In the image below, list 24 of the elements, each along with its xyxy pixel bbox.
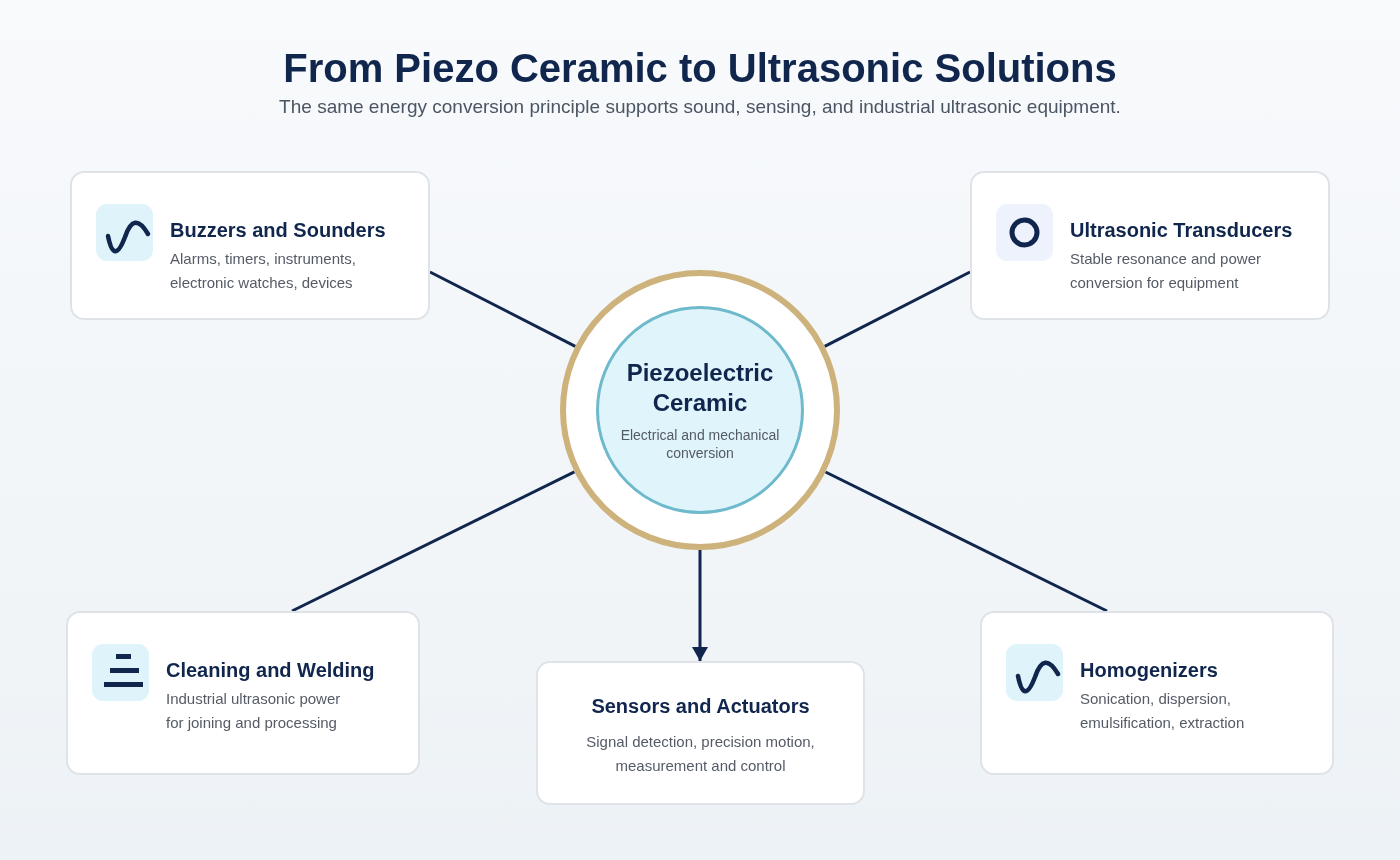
arrow <box>692 550 708 661</box>
page-subtitle: The same energy conversion principle supports sound, sensing, and industrial ultrasonic equipment. <box>278 95 1122 119</box>
card-description: Signal detection, precision motion, measurement and control <box>585 732 816 776</box>
card-description: Stable resonance and power conversion for equipment <box>1070 249 1262 293</box>
info-card <box>536 661 865 805</box>
page-title: From Piezo Ceramic to Ultrasonic Solutions <box>282 45 1118 92</box>
connector-line <box>824 470 1108 613</box>
card-title: Cleaning and Welding <box>166 658 376 682</box>
card-description: Alarms, timers, instruments, electronic watches, devices <box>170 249 357 293</box>
connector-line <box>291 470 576 613</box>
connector-line <box>429 270 576 348</box>
card-title: Homogenizers <box>1080 658 1219 682</box>
card-description: Industrial ultrasonic power for joining and processing <box>166 689 342 733</box>
card-title: Sensors and Actuators <box>590 694 811 718</box>
center-title: Piezoelectric Ceramic <box>625 358 775 418</box>
center-description: Electrical and mechanical conversion <box>619 426 781 462</box>
connector-line <box>824 270 971 348</box>
card-title: Ultrasonic Transducers <box>1070 218 1294 242</box>
info-card <box>970 171 1330 320</box>
card-title: Buzzers and Sounders <box>170 218 387 242</box>
info-card <box>70 171 430 320</box>
info-card <box>980 611 1334 775</box>
info-card <box>66 611 420 775</box>
card-description: Sonication, dispersion, emulsification, extraction <box>1080 689 1246 733</box>
